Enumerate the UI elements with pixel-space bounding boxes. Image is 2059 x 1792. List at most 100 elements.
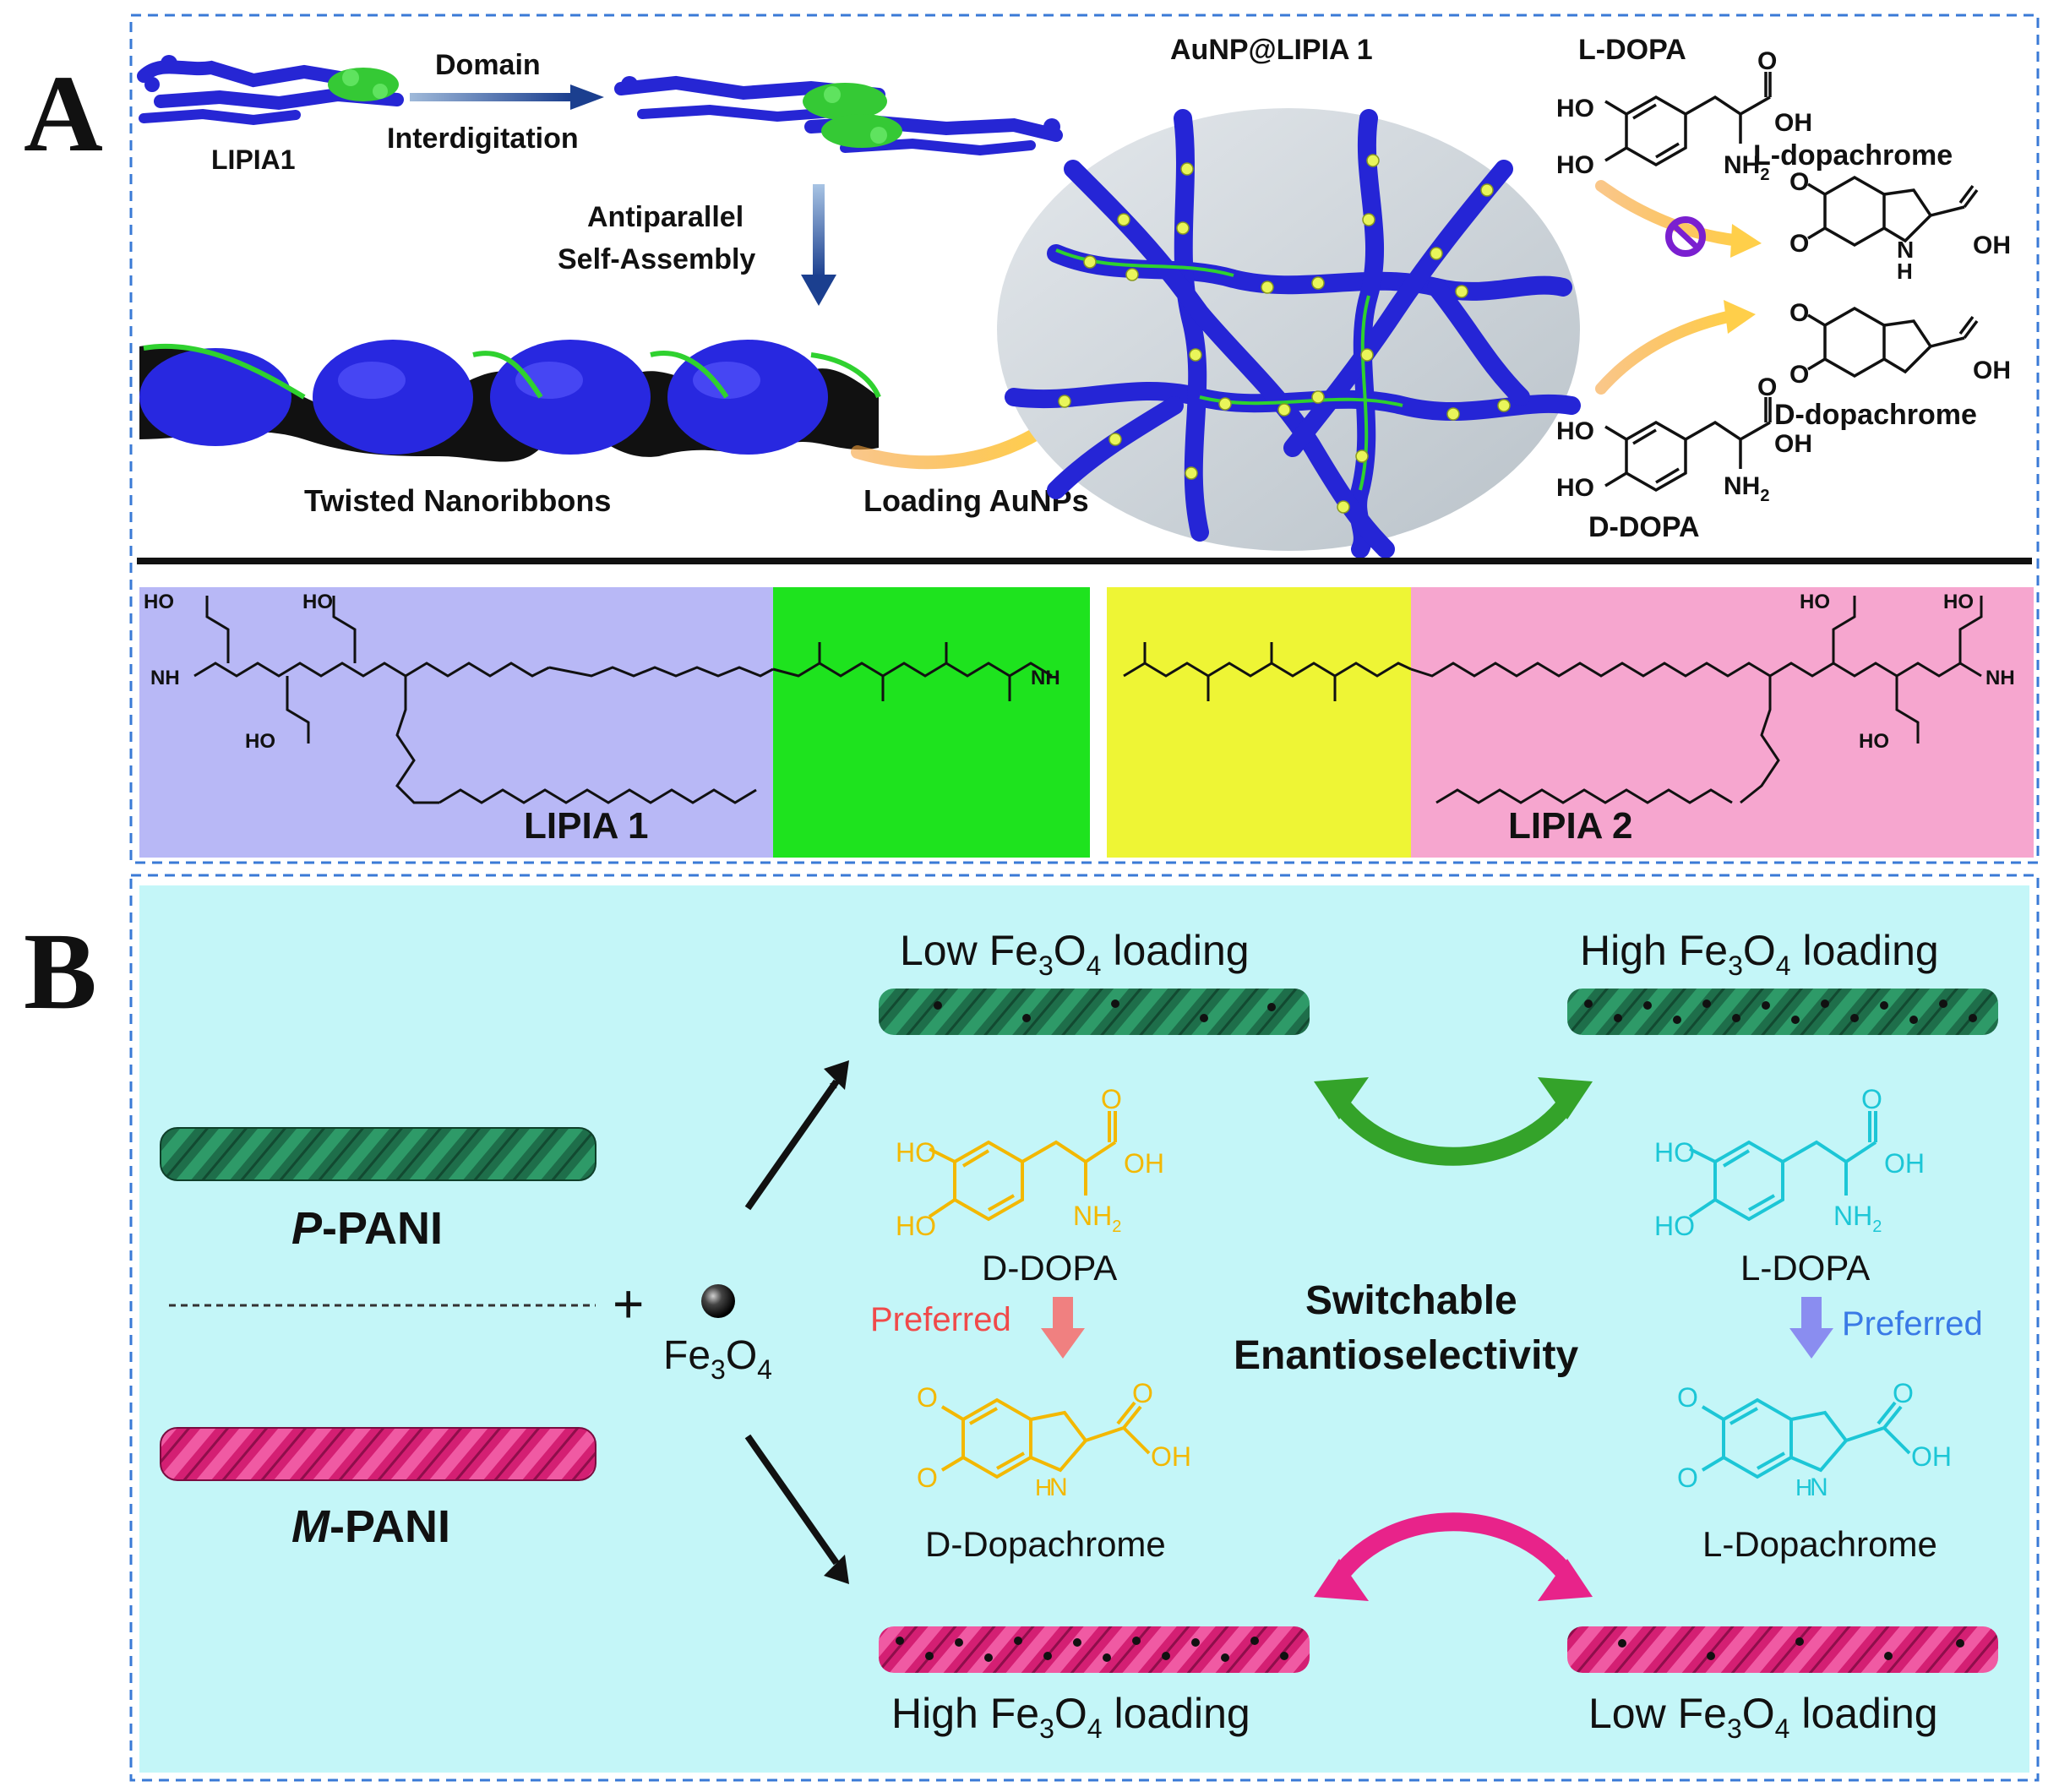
- l-dopachrome-cyan-o3: O: [1893, 1378, 1914, 1408]
- d-dopachrome-oh: OH: [1973, 357, 2011, 384]
- l-dopa-cyan-structure: [1688, 1111, 1877, 1222]
- l-dopa-structure: [1604, 72, 1772, 167]
- panel-b-frame: [129, 874, 2040, 1782]
- l-dopa-ho2: HO: [1556, 151, 1594, 179]
- d-dopa-oh: OH: [1774, 430, 1812, 458]
- switchable-label: Switchable: [1305, 1278, 1517, 1323]
- low-loading-green-label: Low Fe3O4 loading: [900, 927, 1250, 981]
- interdigitated-dimer: [614, 75, 1063, 156]
- d-dopachrome-yellow-oh: OH: [1151, 1441, 1191, 1472]
- d-dopa-yellow-o: O: [1101, 1084, 1122, 1114]
- twisted-nanoribbon: [139, 340, 881, 462]
- blue-down-arrow-shaft: [1801, 1297, 1822, 1331]
- p-pani-rod: [161, 1128, 596, 1180]
- l-dopachrome-n: N: [1897, 237, 1914, 263]
- lipia1-molecule: [137, 55, 404, 126]
- lipia1-nh2-end: NH: [1031, 667, 1060, 689]
- d-dopachrome-yellow-h: H: [1035, 1474, 1052, 1501]
- l-dopa-cyan-ho2: HO: [1654, 1211, 1695, 1241]
- low-loading-pink-particles: [1618, 1637, 1964, 1660]
- allowed-arrow-head: [1724, 300, 1756, 334]
- red-down-arrow-shaft: [1053, 1297, 1073, 1331]
- d-dopa-yellow-ho1: HO: [896, 1137, 936, 1168]
- d-dopa-name: D-DOPA: [982, 1248, 1117, 1288]
- arrow-up-right-head: [824, 1060, 849, 1090]
- preferred-right-label: Preferred: [1842, 1305, 1983, 1343]
- arrow-up-right: [744, 1079, 840, 1211]
- low-loading-pink-label: Low Fe3O4 loading: [1588, 1690, 1938, 1744]
- low-loading-pink-rod: [1567, 1626, 1998, 1673]
- lipia2-ho-top2: HO: [1943, 591, 1974, 613]
- l-dopa-oh: OH: [1774, 109, 1812, 137]
- green-switch-arrow: [1332, 1097, 1575, 1166]
- d-dopachrome-yellow-o2: O: [917, 1462, 938, 1493]
- arrow-down-right-head: [824, 1555, 849, 1584]
- high-loading-green-particles: [1584, 999, 1977, 1024]
- fe3o4-label: Fe3O4: [663, 1333, 772, 1385]
- high-loading-green-label: High Fe3O4 loading: [1580, 927, 1939, 981]
- blue-down-arrow-head: [1789, 1328, 1833, 1359]
- d-dopa-ho2: HO: [1556, 474, 1594, 502]
- d-dopachrome-yellow-o3: O: [1132, 1378, 1153, 1408]
- panel-a-separator: [137, 558, 2032, 564]
- pink-switch-arrow-right-head: [1538, 1559, 1593, 1601]
- l-dopachrome-structure: [1807, 175, 1979, 248]
- lipia2-domain-structure: [1123, 642, 1412, 701]
- prohibited-icon-bar: [1670, 222, 1701, 251]
- antiparallel-label: Antiparallel: [587, 201, 744, 233]
- domain-arrow-shaft: [410, 93, 570, 101]
- lipia2-headgroup-bg: [1411, 587, 2034, 858]
- l-dopachrome-cyan-oh: OH: [1911, 1441, 1952, 1472]
- d-dopa-structure: [1604, 397, 1772, 493]
- l-dopachrome-cyan-h: H: [1795, 1474, 1812, 1501]
- low-loading-green-particles: [934, 999, 1276, 1022]
- l-dopachrome-cyan-n: N: [1810, 1473, 1828, 1501]
- lipia1-skeletal-structure: [193, 596, 774, 804]
- d-dopa-yellow-oh: OH: [1124, 1148, 1164, 1179]
- lipia1-label: LIPIA1: [211, 144, 296, 175]
- lipia1-headgroup-bg: [139, 587, 773, 858]
- d-dopachrome-title: D-dopachrome: [1774, 399, 1977, 431]
- lipia1-structure-title: LIPIA 1: [524, 805, 649, 847]
- lipia1-domain-bg: [773, 587, 1090, 858]
- l-dopachrome-cyan-o2: O: [1677, 1462, 1698, 1493]
- d-dopachrome-yellow-n: N: [1049, 1473, 1068, 1501]
- l-dopa-cyan-oh: OH: [1884, 1148, 1925, 1179]
- l-dopa-name: L-DOPA: [1740, 1248, 1870, 1288]
- d-dopa-title: D-DOPA: [1588, 511, 1700, 543]
- pink-switch-arrow: [1332, 1512, 1575, 1582]
- l-dopa-ho1: HO: [1556, 95, 1594, 123]
- panel-a-letter: A: [24, 53, 103, 175]
- low-loading-green-rod: [879, 989, 1310, 1035]
- l-dopa-cyan-nh2: NH2: [1833, 1201, 1882, 1236]
- aunp-lipia-title: AuNP@LIPIA 1: [1170, 34, 1373, 66]
- lipia1-ho-top1: HO: [144, 591, 174, 613]
- lipia2-ho-bottom: HO: [1859, 730, 1889, 753]
- lipia2-ho-top1: HO: [1800, 591, 1830, 613]
- allowed-arrow: [1595, 311, 1734, 395]
- l-dopachrome-h: H: [1897, 259, 1913, 284]
- d-dopachrome-structure: [1807, 306, 1979, 379]
- green-switch-arrow-right-head: [1538, 1077, 1593, 1119]
- assembly-arrow-shaft: [813, 184, 825, 277]
- preferred-left-label: Preferred: [870, 1301, 1011, 1338]
- d-dopa-o: O: [1757, 373, 1777, 401]
- lipia1-domain-structure: [772, 642, 1053, 701]
- enantioselectivity-label: Enantioselectivity: [1234, 1333, 1578, 1378]
- l-dopa-title: L-DOPA: [1578, 34, 1686, 66]
- p-pani-label: P-PANI: [291, 1203, 443, 1254]
- l-dopachrome-o2: O: [1789, 230, 1809, 258]
- d-dopa-yellow-nh2: NH2: [1073, 1201, 1121, 1236]
- d-dopa-yellow-ho2: HO: [896, 1211, 936, 1241]
- l-dopachrome-cyan-structure: [1701, 1397, 1911, 1479]
- lipia2-structure-title: LIPIA 2: [1508, 805, 1633, 847]
- m-pani-label: M-PANI: [291, 1501, 450, 1552]
- red-down-arrow-head: [1041, 1328, 1085, 1359]
- domain-arrow-head: [570, 84, 604, 110]
- l-dopa-cyan-o: O: [1861, 1084, 1882, 1114]
- interdigitation-label: Interdigitation: [387, 123, 579, 155]
- aunp-network: [997, 108, 1581, 558]
- prohibited-icon: [1665, 216, 1706, 257]
- l-dopachrome-oh: OH: [1973, 231, 2011, 259]
- m-pani-rod: [161, 1428, 596, 1480]
